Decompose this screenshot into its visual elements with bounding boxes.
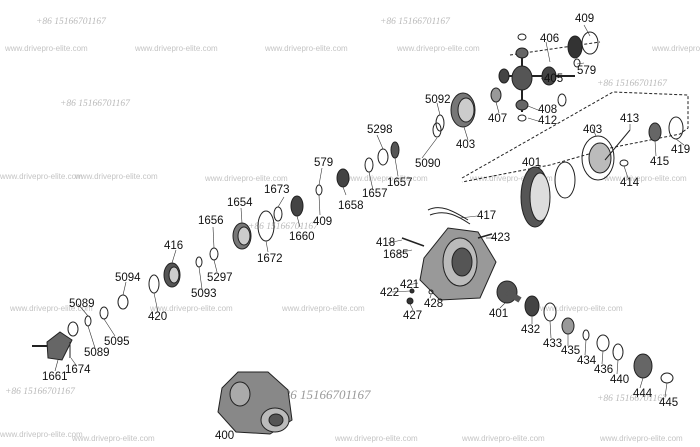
- part-label: 1661: [42, 371, 68, 383]
- part-label: 415: [650, 156, 670, 168]
- watermark-site: www.drivepro-elite.com: [335, 434, 418, 443]
- watermark-site: www.drivepro-elite.com: [72, 434, 155, 443]
- part-label: 1660: [289, 231, 315, 243]
- watermark-site: www.drivepro-elite.com: [265, 44, 348, 53]
- part-label: 420: [148, 311, 168, 323]
- part-label: 405: [544, 73, 564, 85]
- part-label: 579: [577, 65, 597, 77]
- part-label: 408: [538, 104, 558, 116]
- end-cover-1661: [32, 331, 73, 361]
- part-label: 417: [477, 210, 497, 222]
- part-label: 427: [403, 310, 423, 322]
- ring-gear-401: [520, 161, 576, 228]
- part-label: 5089: [84, 347, 110, 359]
- watermark-site: www.drivepro-elite.com: [0, 430, 83, 439]
- part-label: 444: [633, 388, 653, 400]
- part-label: 445: [659, 397, 679, 409]
- part-label: 1685: [383, 249, 409, 261]
- part-label: 422: [380, 287, 400, 299]
- part-label: 5089: [69, 298, 95, 310]
- part-label: 418: [376, 237, 396, 249]
- watermark-site: www.drivepro-elite.com: [540, 304, 623, 313]
- part-label: 401: [522, 157, 542, 169]
- carrier-case-right: [581, 116, 684, 181]
- part-label: 1674: [65, 364, 91, 376]
- watermark-phone: +86 15166701167: [36, 17, 106, 27]
- part-label: 440: [610, 374, 630, 386]
- watermark-phone: +86 15166701167: [275, 387, 371, 402]
- input-shaft-parts: [67, 122, 442, 337]
- watermark-site: www.drivepro-elite.com: [470, 174, 553, 183]
- assembly-outline: [461, 91, 689, 183]
- part-label: 432: [521, 324, 541, 336]
- watermark-site: www.drivepro-elite.com: [135, 44, 218, 53]
- leader-lines: [54, 24, 685, 398]
- part-label: 5093: [191, 288, 217, 300]
- watermark-phone: +86 15166701167: [60, 99, 130, 109]
- part-label: 407: [488, 113, 508, 125]
- part-label: 5095: [104, 336, 130, 348]
- ring-gear-top: [435, 87, 502, 132]
- part-label: 428: [424, 298, 444, 310]
- part-label: 403: [583, 124, 603, 136]
- watermark-site: www.drivepro-elite.com: [205, 174, 288, 183]
- part-label: 5297: [207, 272, 233, 284]
- part-label: 1656: [198, 215, 224, 227]
- part-label: 1673: [264, 184, 290, 196]
- part-label: 435: [561, 345, 581, 357]
- watermark-site: www.drivepro-elite.com: [462, 434, 545, 443]
- watermark-phone: +86 15166701167: [597, 79, 667, 89]
- watermark-phone: +86 15166701167: [380, 17, 450, 27]
- part-label: 433: [543, 338, 563, 350]
- part-label: 423: [491, 232, 511, 244]
- watermark-site: www.drivepro-elite.com: [75, 172, 158, 181]
- watermark-site: www.drivepro-elite.com: [10, 304, 93, 313]
- part-label: 1672: [257, 253, 283, 265]
- part-label: 406: [540, 33, 560, 45]
- watermark-site: www.drivepro-elite.com: [282, 304, 365, 313]
- part-label: 421: [400, 279, 420, 291]
- part-label: 409: [575, 13, 595, 25]
- part-label: 5298: [367, 124, 393, 136]
- watermark-site: www.drivepro-elite.com: [600, 434, 683, 443]
- part-label: 409: [313, 216, 333, 228]
- assembled-axle-400: [217, 371, 293, 435]
- spider-gear-assembly: [498, 31, 599, 122]
- part-label: 1654: [227, 197, 253, 209]
- part-label: 414: [620, 177, 640, 189]
- pinion-and-yoke: [496, 280, 674, 384]
- part-label: 416: [164, 240, 184, 252]
- part-label: 412: [538, 115, 558, 127]
- part-label: 1658: [338, 200, 364, 212]
- part-label: 5092: [425, 94, 451, 106]
- watermark-site: www.drivepro-elite.com: [0, 172, 83, 181]
- part-label: 413: [620, 113, 640, 125]
- watermark-site: www.drivepro-elite.com: [604, 174, 687, 183]
- watermark-phone: +86 15166701167: [5, 387, 75, 397]
- part-label: 5090: [415, 158, 441, 170]
- part-label: 434: [577, 355, 597, 367]
- watermark-site: www.drivepro-elite.com: [345, 174, 428, 183]
- part-label: 400: [215, 430, 235, 442]
- watermark-site: www.drivepro-elite.com: [150, 304, 233, 313]
- watermark-site: www.drivepro-elite.com: [5, 44, 88, 53]
- part-label: 403: [456, 139, 476, 151]
- part-label: 401: [489, 308, 509, 320]
- part-label: 436: [594, 364, 614, 376]
- part-label: 5094: [115, 272, 141, 284]
- watermark-site: www.drivepro-elite.com: [397, 44, 480, 53]
- part-label: 1657: [387, 177, 413, 189]
- watermark-site: www.drivepro-elite.com: [652, 44, 700, 53]
- watermark-phone: +86 15166701167: [597, 394, 667, 404]
- watermark-phone: +86 15166701167: [248, 222, 318, 232]
- part-label: 579: [314, 157, 334, 169]
- part-label: 419: [671, 144, 691, 156]
- part-label: 1657: [362, 188, 388, 200]
